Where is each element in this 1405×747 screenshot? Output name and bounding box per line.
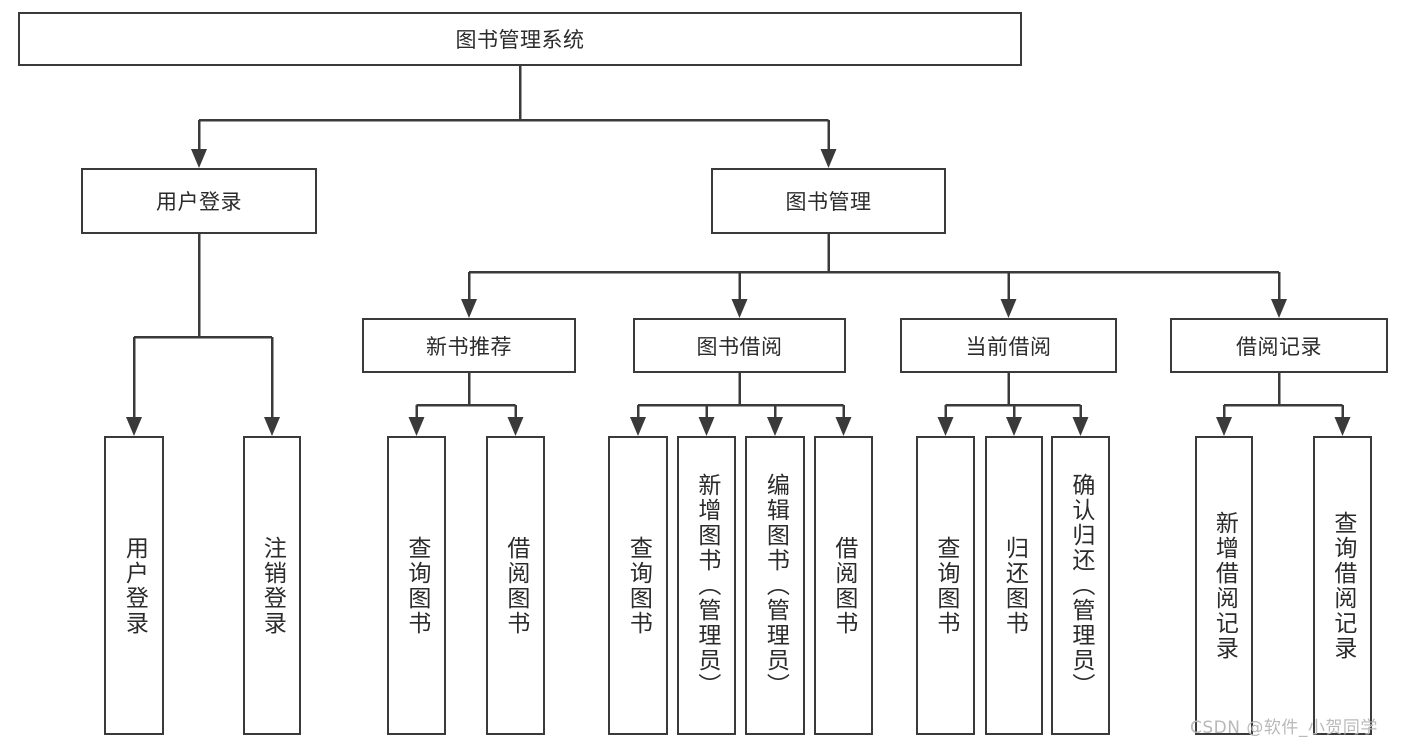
node-l2-borrow[interactable]: 图书借阅 xyxy=(633,318,846,373)
node-label: 注销登录 xyxy=(259,535,286,636)
node-label: 借阅图书 xyxy=(502,535,529,636)
node-label: 编辑图书（管理员） xyxy=(762,473,789,698)
node-leaf-cur-query[interactable]: 查询图书 xyxy=(916,436,975,735)
node-leaf-bb-add[interactable]: 新增图书（管理员） xyxy=(677,436,736,735)
node-leaf-cur-confirm[interactable]: 确认归还（管理员） xyxy=(1051,436,1110,735)
node-label: 归还图书 xyxy=(1001,535,1028,636)
node-l1-user[interactable]: 用户登录 xyxy=(81,168,317,234)
node-label: 查询图书 xyxy=(932,535,959,636)
node-label: 查询图书 xyxy=(403,535,430,636)
node-label: 查询图书 xyxy=(625,535,652,636)
node-leaf-user-logout[interactable]: 注销登录 xyxy=(243,436,301,735)
node-leaf-bb-edit[interactable]: 编辑图书（管理员） xyxy=(745,436,805,735)
node-leaf-bb-query[interactable]: 查询图书 xyxy=(608,436,668,735)
node-label: 新增借阅记录 xyxy=(1211,510,1238,661)
node-label: 用户登录 xyxy=(121,535,148,636)
node-label: 新增图书（管理员） xyxy=(693,473,720,698)
node-root[interactable]: 图书管理系统 xyxy=(18,12,1022,66)
node-label: 借阅图书 xyxy=(830,535,857,636)
node-leaf-cur-return[interactable]: 归还图书 xyxy=(985,436,1043,735)
node-leaf-user-login[interactable]: 用户登录 xyxy=(104,436,164,735)
node-l1-book[interactable]: 图书管理 xyxy=(711,168,946,234)
node-leaf-new-borrow[interactable]: 借阅图书 xyxy=(486,436,545,735)
node-label: 查询借阅记录 xyxy=(1329,510,1356,661)
node-leaf-rec-add[interactable]: 新增借阅记录 xyxy=(1195,436,1253,735)
node-label: 确认归还（管理员） xyxy=(1067,473,1094,698)
node-leaf-rec-query[interactable]: 查询借阅记录 xyxy=(1313,436,1372,735)
node-leaf-bb-borrow[interactable]: 借阅图书 xyxy=(814,436,873,735)
node-l2-newbook[interactable]: 新书推荐 xyxy=(362,318,576,373)
node-l2-current[interactable]: 当前借阅 xyxy=(900,318,1117,373)
node-l2-record[interactable]: 借阅记录 xyxy=(1170,318,1388,373)
node-leaf-new-query[interactable]: 查询图书 xyxy=(387,436,446,735)
